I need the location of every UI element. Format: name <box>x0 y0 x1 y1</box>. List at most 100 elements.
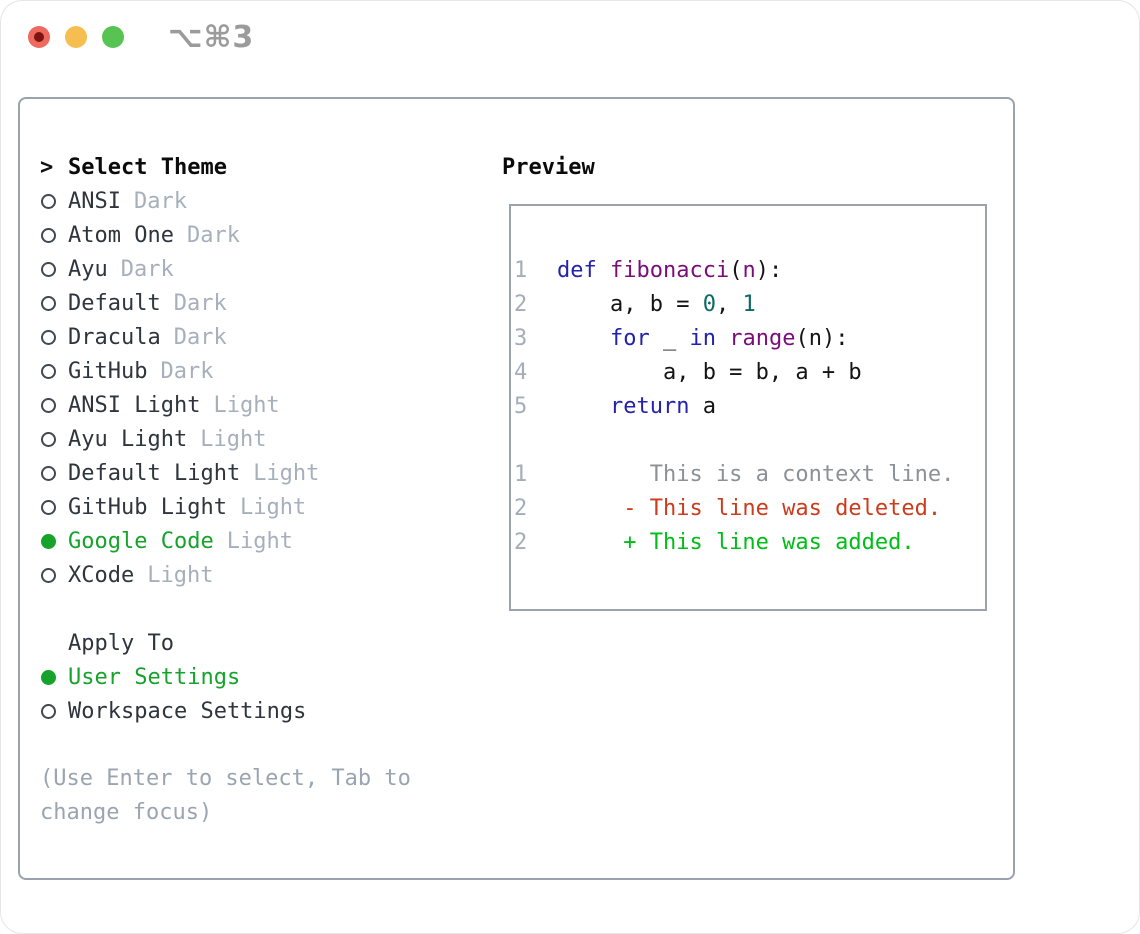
code-line: 2 a, b = 0, 1 <box>514 287 985 321</box>
radio-icon <box>41 363 56 379</box>
theme-option[interactable]: Default Dark <box>40 286 480 320</box>
theme-variant-label: Dark <box>173 290 227 316</box>
code-token: range <box>729 325 796 351</box>
option-label: Workspace Settings <box>68 698 307 724</box>
option-label: Atom One <box>68 222 174 248</box>
theme-variant-label: Dark <box>160 358 214 384</box>
theme-option[interactable]: GitHub Dark <box>40 354 480 388</box>
option-label: GitHub <box>68 358 148 384</box>
apply-to-header: Apply To <box>40 626 480 660</box>
panel-title: Select Theme <box>68 154 227 180</box>
option-label: XCode <box>68 562 135 588</box>
radio-selected-icon <box>41 669 56 685</box>
theme-variant-label: Light <box>200 426 267 452</box>
theme-variant-label: Light <box>226 528 293 554</box>
code-token: a <box>689 393 716 419</box>
apply-to-title: Apply To <box>68 630 174 656</box>
code-token: fibonacci <box>610 257 730 283</box>
code-token: 0 <box>702 291 716 317</box>
apply-to-option[interactable]: User Settings <box>40 660 480 694</box>
option-label: Default Light <box>68 460 241 486</box>
line-number: 4 <box>514 359 528 385</box>
option-label: Dracula <box>68 324 161 350</box>
radio-icon <box>41 295 56 311</box>
code-token <box>716 326 729 351</box>
theme-variant-label: Light <box>253 460 320 486</box>
option-label: Ayu Light <box>68 426 188 452</box>
theme-variant-label: Dark <box>186 222 240 248</box>
spacer <box>40 592 480 626</box>
radio-icon <box>41 465 56 481</box>
titlebar: ⌥⌘3 <box>0 0 1140 70</box>
code-token: (n): <box>795 325 849 351</box>
radio-icon <box>41 329 56 345</box>
code-token: , <box>715 291 743 317</box>
theme-option[interactable]: ANSI Dark <box>40 184 480 218</box>
theme-option[interactable]: Ayu Light Light <box>40 422 480 456</box>
option-label: ANSI Light <box>68 392 201 418</box>
option-label: Default <box>68 290 161 316</box>
code-token: for <box>609 325 650 351</box>
option-label: Google Code <box>68 528 214 554</box>
code-token: _ <box>649 325 690 351</box>
theme-variant-label: Light <box>239 494 307 520</box>
minimize-button[interactable] <box>65 26 87 48</box>
code-token: return <box>609 393 690 419</box>
code-line: 5 return a <box>514 389 985 423</box>
code-token: + This line was added. <box>557 529 915 555</box>
code-token: a, b = <box>557 291 703 317</box>
theme-option[interactable]: Dracula Dark <box>40 320 480 354</box>
option-label: Ayu <box>68 256 108 282</box>
theme-option[interactable]: GitHub Light Light <box>40 490 480 524</box>
apply-to-option[interactable]: Workspace Settings <box>40 694 480 728</box>
code-token: in <box>689 325 716 351</box>
select-theme-header: > Select Theme <box>40 150 480 184</box>
radio-icon <box>41 431 56 447</box>
theme-option[interactable]: Google Code Light <box>40 524 480 558</box>
window-shortcut-label: ⌥⌘3 <box>168 20 255 55</box>
theme-variant-label: Dark <box>133 188 187 214</box>
radio-icon <box>41 499 56 515</box>
line-number: 1 <box>514 461 528 487</box>
code-token: ( <box>729 257 743 283</box>
radio-icon <box>41 703 56 719</box>
code-token <box>557 326 610 351</box>
code-token: a, b = b, a + b <box>557 359 862 385</box>
radio-icon <box>41 227 56 243</box>
code-token <box>597 258 610 283</box>
option-label: GitHub Light <box>68 494 227 520</box>
theme-option[interactable]: Default Light Light <box>40 456 480 490</box>
focus-caret-icon: > <box>40 154 54 180</box>
keyboard-hint: (Use Enter to select, Tab to change focu… <box>40 766 411 825</box>
code-line: 2 - This line was deleted. <box>514 491 985 525</box>
code-token: ): <box>755 257 783 283</box>
line-number: 2 <box>514 291 528 317</box>
radio-icon <box>41 397 56 413</box>
radio-icon <box>41 193 56 209</box>
close-button[interactable] <box>28 26 50 48</box>
radio-icon <box>41 567 56 583</box>
radio-icon <box>41 261 56 277</box>
code-line: 4 a, b = b, a + b <box>514 355 985 389</box>
code-line: 2 + This line was added. <box>514 525 985 559</box>
theme-variant-label: Dark <box>173 324 227 350</box>
theme-option[interactable]: Atom One Dark <box>40 218 480 252</box>
code-line <box>514 423 985 457</box>
zoom-button[interactable] <box>102 26 124 48</box>
line-number: 1 <box>514 257 528 283</box>
line-number: 5 <box>514 393 528 419</box>
line-number: 2 <box>514 529 528 555</box>
radio-selected-icon <box>41 533 56 549</box>
code-token: n <box>742 257 756 283</box>
code-line: 3 for _ in range(n): <box>514 321 985 355</box>
line-number: 2 <box>514 495 528 521</box>
option-label: ANSI <box>68 188 121 214</box>
